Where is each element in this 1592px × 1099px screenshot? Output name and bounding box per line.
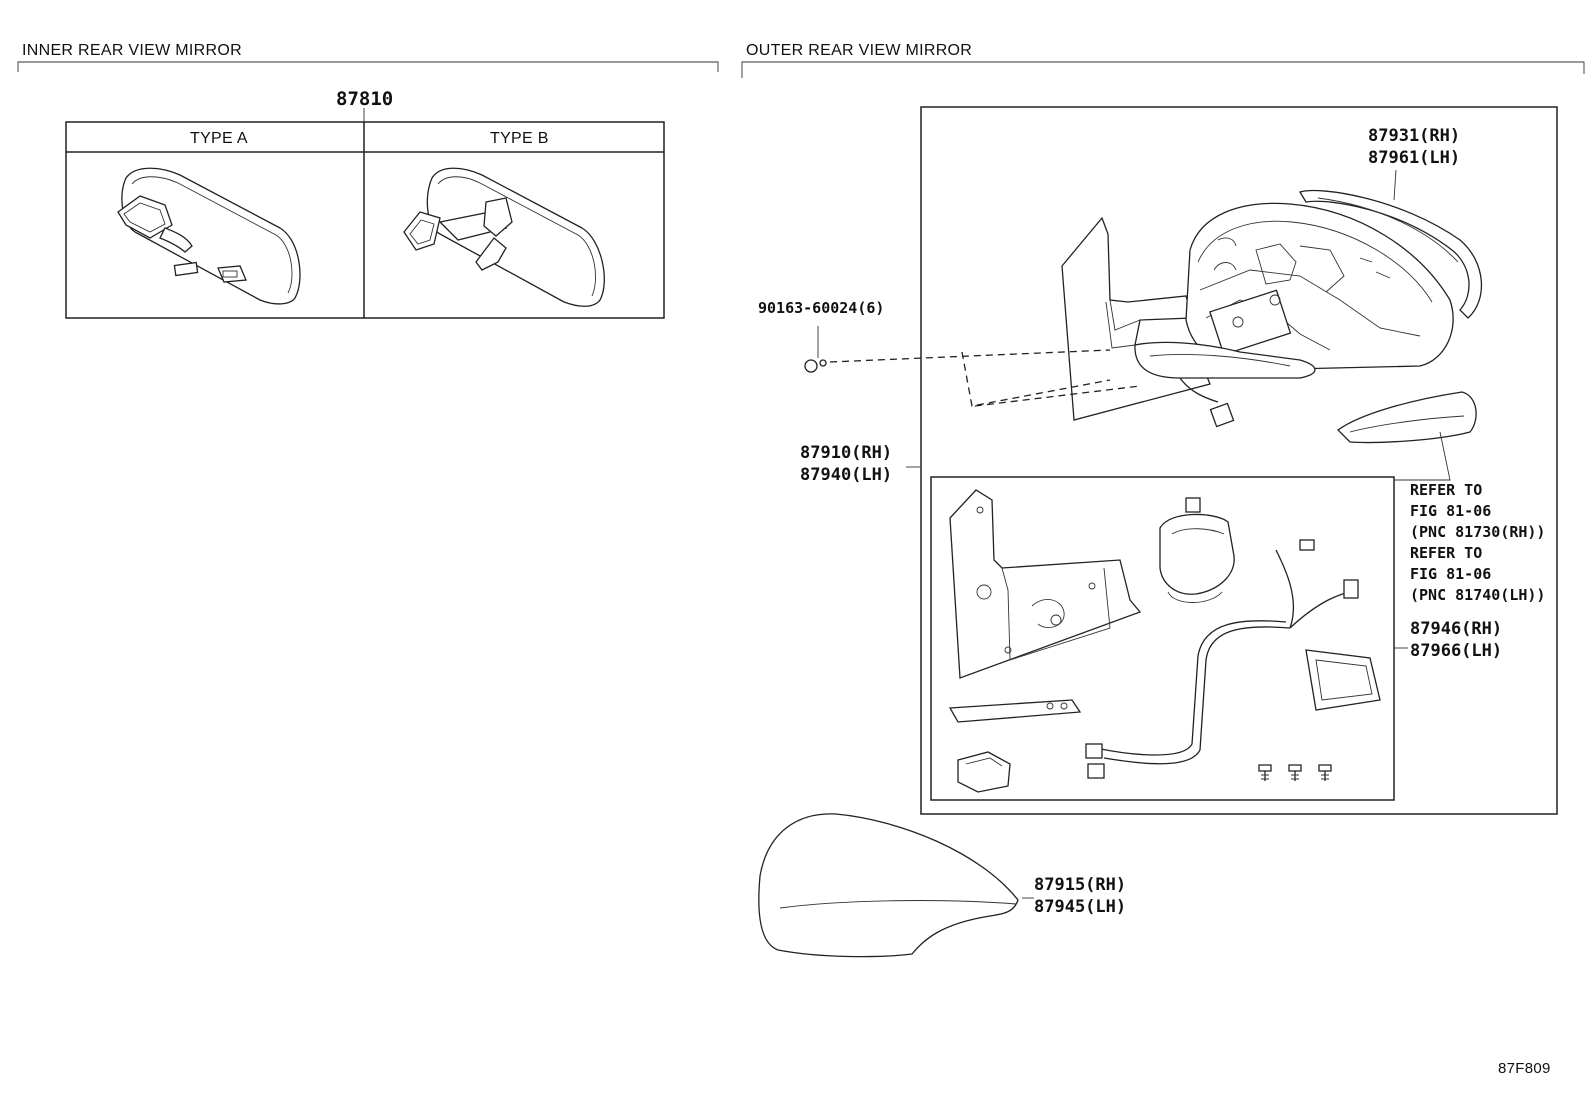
side-turn-signal-illustration xyxy=(1337,391,1477,444)
small-screws-illustration xyxy=(1258,764,1332,781)
callout-assembly-lh: 87940(LH) xyxy=(800,465,893,485)
callout-mirror-housing-rh: 87931(RH) xyxy=(1368,126,1461,146)
inner-mirror-type-b-illustration xyxy=(403,167,605,307)
screw-illustration xyxy=(804,326,1141,407)
inner-mirror-part-number: 87810 xyxy=(336,88,394,110)
refer-lh-line1: REFER TO xyxy=(1410,544,1483,562)
outer-section-title: OUTER REAR VIEW MIRROR xyxy=(746,42,973,59)
mirror-base-illustration xyxy=(1134,341,1316,428)
outer-mirror-assembly-box xyxy=(920,106,1558,815)
refer-lh-line2: FIG 81-06 xyxy=(1410,565,1492,583)
callout-assembly-rh: 87910(RH) xyxy=(800,443,893,463)
callout-motor-lh: 87966(LH) xyxy=(1410,641,1503,661)
mirror-motor-illustration xyxy=(1159,497,1235,603)
callout-cover-rh: 87915(RH) xyxy=(1034,875,1127,895)
inner-section-title: INNER REAR VIEW MIRROR xyxy=(22,42,242,59)
inner-mirror-type-a-illustration xyxy=(117,167,301,305)
motor-subassembly-box xyxy=(930,476,1395,801)
callout-motor-rh: 87946(RH) xyxy=(1410,619,1503,639)
refer-lh-line3: (PNC 81740(LH)) xyxy=(1410,586,1546,604)
leader-turn-signal xyxy=(1394,431,1451,481)
mirror-actuator-plate-illustration xyxy=(949,489,1142,679)
mirror-housing-illustration xyxy=(1185,202,1454,371)
leader-mirror-housing xyxy=(1393,169,1397,201)
mirror-back-cover-illustration xyxy=(1299,189,1482,319)
inner-section-bracket xyxy=(17,61,719,72)
callout-cover-lh: 87945(LH) xyxy=(1034,897,1127,917)
callout-screw: 90163-60024(6) xyxy=(758,299,885,317)
inner-mirror-table xyxy=(65,108,665,319)
trim-strip-illustration xyxy=(948,699,1082,723)
callout-mirror-housing-lh: 87961(LH) xyxy=(1368,148,1461,168)
figure-id: 87F809 xyxy=(1498,1060,1551,1077)
refer-rh-line3: (PNC 81730(RH)) xyxy=(1410,523,1546,541)
type-b-label: TYPE B xyxy=(490,130,549,147)
refer-rh-line2: FIG 81-06 xyxy=(1410,502,1492,520)
mirror-cover-illustration xyxy=(758,813,1019,958)
refer-rh-line1: REFER TO xyxy=(1410,481,1483,499)
outer-section-bracket xyxy=(741,61,1585,78)
clip-illustration xyxy=(957,751,1011,793)
type-a-label: TYPE A xyxy=(190,130,248,147)
wiring-harness-illustration xyxy=(1085,539,1381,779)
